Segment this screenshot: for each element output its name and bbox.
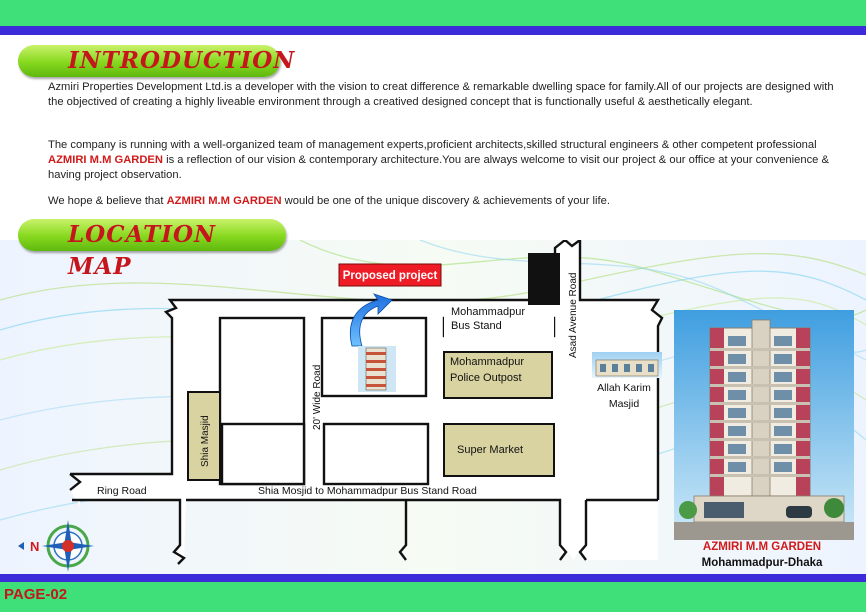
allah-karim-label-1: Allah Karim bbox=[597, 382, 651, 394]
proposed-project-label: Proposed project bbox=[343, 270, 438, 282]
shia-masjid-block bbox=[187, 391, 221, 481]
curved-arrow-icon bbox=[349, 293, 393, 347]
location-map-heading: LOCATION MAP bbox=[18, 219, 286, 280]
p3-text-a: We hope & believe that bbox=[48, 195, 167, 207]
bus-stand-road-label: Shia Mosjid to Mohammadpur Bus Stand Roa… bbox=[258, 485, 477, 497]
bottom-green-band bbox=[0, 582, 866, 612]
bus-stand-block bbox=[444, 304, 554, 350]
intro-paragraph-3: We hope & believe that AZMIRI M.M GARDEN… bbox=[48, 194, 838, 209]
police-outpost-label-2: Police Outpost bbox=[450, 372, 522, 384]
top-green-band bbox=[0, 0, 866, 26]
p3-project-name: AZMIRI M.M GARDEN bbox=[166, 195, 282, 207]
building-name-caption: AZMIRI M.M GARDEN bbox=[702, 541, 822, 553]
intro-paragraph-2: The company is running with a well-organ… bbox=[48, 138, 838, 183]
super-market-label: Super Market bbox=[457, 444, 523, 456]
wide-road-label: 20' Wide Road bbox=[312, 365, 323, 430]
building-render bbox=[674, 310, 854, 540]
top-blue-band bbox=[0, 26, 866, 35]
p2-project-name: AZMIRI M.M GARDEN bbox=[48, 154, 163, 166]
bottom-blue-band bbox=[0, 574, 866, 582]
masjid-thumbnail bbox=[592, 352, 662, 378]
proposed-project-tag bbox=[338, 263, 442, 287]
black-building-marker bbox=[528, 253, 560, 305]
page-number: PAGE-02 bbox=[4, 586, 68, 603]
p2-text-a: The company is running with a well-organ… bbox=[48, 139, 817, 151]
p3-text-b: would be one of the unique discovery & a… bbox=[281, 195, 610, 207]
police-outpost-block bbox=[443, 351, 553, 399]
bus-stand-label-2: Bus Stand bbox=[451, 320, 502, 332]
super-market-block bbox=[443, 423, 555, 477]
introduction-heading: INTRODUCTION bbox=[18, 45, 294, 77]
compass-icon: N bbox=[18, 520, 94, 572]
shia-masjid-label: Shia Masjid bbox=[200, 415, 211, 467]
bus-stand-label-1: Mohammadpur bbox=[451, 306, 525, 318]
ring-road-label: Ring Road bbox=[97, 485, 147, 497]
landmark-blocks bbox=[187, 304, 555, 481]
intro-paragraph-1: Azmiri Properties Development Ltd.is a d… bbox=[48, 81, 834, 108]
project-building-thumbnail bbox=[358, 346, 396, 392]
compass-north-label: N bbox=[30, 539, 39, 554]
building-area-caption: Mohammadpur-Dhaka bbox=[701, 557, 823, 569]
allah-karim-label-2: Masjid bbox=[609, 398, 640, 410]
p2-text-b: is a reflection of our vision & contempo… bbox=[48, 154, 829, 181]
police-outpost-label-1: Mohammadpur bbox=[450, 356, 524, 368]
asad-avenue-label: Asad Avenue Road bbox=[568, 273, 579, 358]
